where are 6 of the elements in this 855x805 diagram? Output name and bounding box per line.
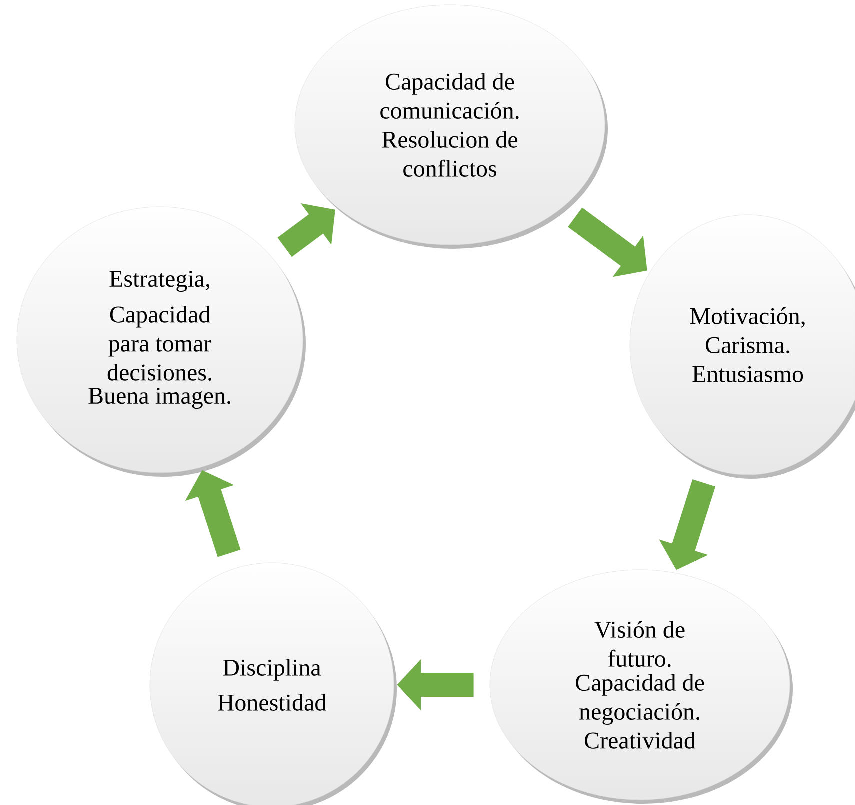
ellipse-node: Capacidad de comunicación. Resolucion de conflictos: [294, 4, 608, 249]
ellipse-node: Motivación, Carisma. Entusiasmo: [630, 214, 855, 479]
ellipse-node: Estrategia, Capacidad para tomar decisiones. Buena imagen.: [16, 206, 306, 477]
ellipse-node: Disciplina Honestidad: [150, 562, 397, 805]
block-arrow: [278, 204, 336, 258]
ellipse-node: Visión de futuro. Capacidad de negociación. Creatividad: [490, 570, 793, 804]
